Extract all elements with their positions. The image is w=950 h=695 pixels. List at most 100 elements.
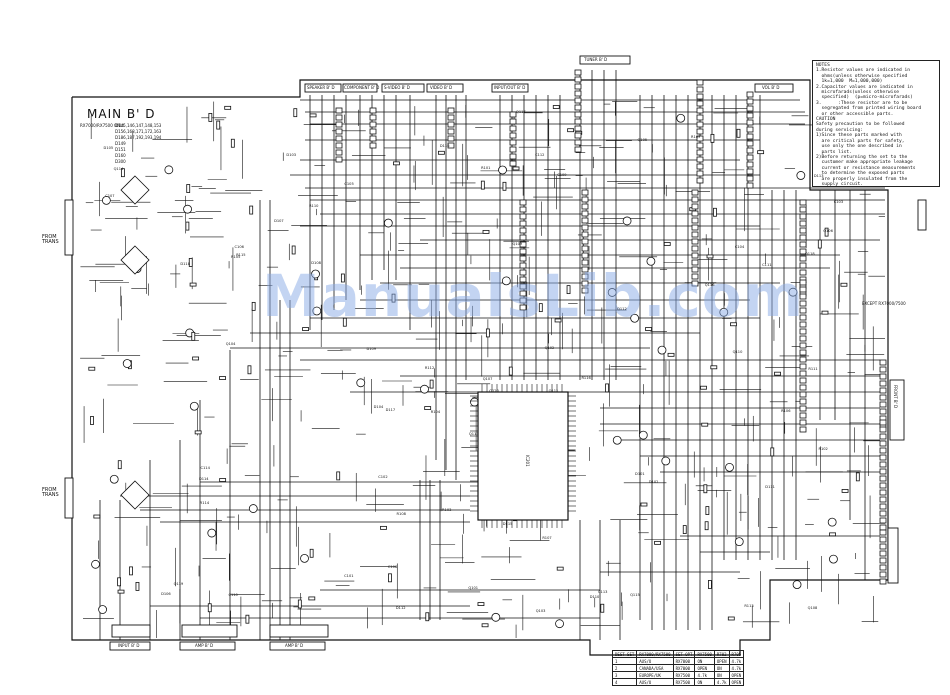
board-model-line-2: D145,146,147,148,153 (115, 123, 162, 128)
connector-pin (879, 401, 887, 408)
component-ref-label: Q119 (173, 581, 184, 586)
main-ic-ic201 (470, 384, 576, 528)
bottom-connectors (109, 624, 329, 651)
component-symbol (309, 113, 317, 118)
component-ref-label: C105 (344, 182, 354, 187)
component-symbol (189, 282, 197, 287)
notes-line: are properly insulated from the (816, 176, 908, 182)
table-header-row: DEST SET RX7000/RX7500 SET OPT RX7500 R7… (611, 650, 745, 658)
component-ref-label: C113 (598, 589, 608, 594)
wiring-traces (80, 70, 885, 640)
from-trans-top: FROM TRANS (42, 234, 59, 245)
connector-pin (581, 245, 589, 252)
component-symbol (135, 582, 140, 591)
connector-pin (746, 105, 754, 112)
component-ref-label: R116 (581, 375, 591, 380)
component-symbol (249, 205, 254, 215)
connector-pin (574, 104, 582, 111)
component-symbol (192, 356, 200, 361)
component-symbol (336, 471, 341, 481)
connector-pin (691, 238, 699, 245)
connector-pin (509, 153, 517, 160)
connector-pin (519, 262, 527, 269)
board-outline (71, 79, 889, 656)
component-ref-label: Q104 (225, 342, 236, 347)
connector-pin (574, 83, 582, 90)
component-ref-label: Q111 (548, 388, 559, 393)
component-symbol (437, 150, 445, 155)
component-symbol (706, 254, 714, 259)
component-symbol (727, 616, 735, 621)
component-symbol (248, 504, 258, 513)
connector-pin (879, 536, 887, 543)
connector-pin (574, 132, 582, 139)
component-ref-label: Q109 (512, 242, 523, 247)
connector-pin (746, 161, 754, 168)
connector-pin (696, 79, 704, 86)
component-symbols (88, 69, 887, 629)
connector-pin (879, 408, 887, 415)
component-ref-label: C102 (378, 474, 388, 479)
connector-pin (799, 262, 807, 269)
connector-pin (879, 394, 887, 401)
notes-line: 3. :These resistor are to be (816, 100, 908, 106)
connector-pin (879, 529, 887, 536)
component-ref-label: D114 (198, 476, 209, 481)
connector-pin (696, 156, 704, 163)
component-ref-label: Q120 (489, 388, 499, 393)
connector-pin (691, 224, 699, 231)
component-symbol (725, 462, 734, 472)
connector-pin (509, 111, 517, 118)
board-model-line-6: D151 (115, 147, 126, 152)
notes-line: Safety precaution to be followed (816, 122, 905, 128)
connector-pin (519, 297, 527, 304)
connector-pin (879, 550, 887, 557)
component-ref-label: Q115 (630, 593, 640, 598)
component-symbol (605, 383, 609, 393)
component-symbol (704, 521, 709, 531)
component-ref-label: Q112 (617, 306, 627, 311)
connector-pin (879, 447, 887, 454)
table-cell: 3 (611, 671, 638, 679)
component-symbol (117, 460, 122, 470)
connector-pin (746, 147, 754, 154)
connector-pin (691, 210, 699, 217)
connector-pin (746, 126, 754, 133)
ic201-label: IC201 (525, 455, 530, 467)
component-symbol (117, 577, 121, 587)
component-symbol (770, 447, 775, 457)
component-symbol (311, 269, 320, 279)
connector-pin (696, 107, 704, 114)
connector-pin (799, 248, 807, 255)
component-symbol (502, 181, 507, 191)
component-symbol (705, 506, 710, 515)
notes-line: ohms(unless otherwise specified (816, 73, 908, 79)
component-ref-label: D111 (765, 484, 775, 489)
component-symbol (230, 138, 235, 148)
component-symbol (612, 435, 622, 445)
notes-box: NOTES 1.Resistor values are indicated in… (812, 60, 940, 187)
board-title: MAIN B' D (87, 107, 156, 121)
connector-pin (691, 259, 699, 266)
component-symbol (774, 371, 781, 376)
connector-pin (509, 146, 517, 153)
connector-pin (369, 114, 377, 121)
component-symbol (552, 105, 560, 109)
table-cell: EUROPE/UK (636, 671, 674, 679)
connector-label-amp-2: AMP B' D (285, 643, 304, 648)
notes-line: segregated from printed wiring board (816, 106, 922, 112)
connector-pin (746, 175, 754, 182)
component-ref-label: D103 (286, 152, 297, 157)
connector-label-vol: VOL B' D (762, 85, 780, 90)
component-symbol (101, 195, 111, 205)
component-ref-label: Q117 (516, 110, 526, 115)
component-ref-label: C107 (105, 194, 115, 199)
connector-pin (799, 255, 807, 262)
notes-line: 2)Before returning the set to the (816, 154, 908, 160)
connector-pin (879, 461, 887, 468)
table-cell: RX7000 (672, 657, 696, 665)
connector-pin (369, 107, 377, 114)
connector-pin (879, 373, 887, 380)
component-symbol (164, 165, 174, 175)
component-symbol (383, 218, 393, 228)
